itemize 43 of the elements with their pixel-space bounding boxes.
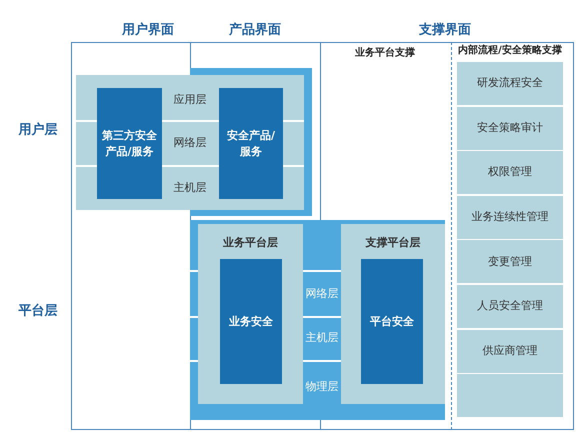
layer-panel xyxy=(76,75,304,210)
item-label: 安全策略审计 xyxy=(477,120,543,136)
layer-label: 应用层 xyxy=(174,92,206,108)
process-box xyxy=(457,62,563,105)
panel-title: 业务平台层 xyxy=(222,235,279,251)
item-label: 研发流程安全 xyxy=(477,75,543,92)
column-header: 支撑界面 xyxy=(419,21,471,40)
block-label: 安全产品/服务 xyxy=(226,128,276,159)
process-box xyxy=(457,106,563,150)
block-label: 业务安全 xyxy=(229,314,273,330)
block-label: 平台安全 xyxy=(370,314,414,330)
panel-title: 支撑平台层 xyxy=(364,235,422,251)
column-subheader: 业务平台支撑 xyxy=(355,46,415,60)
column-header: 产品界面 xyxy=(229,21,281,40)
layer-label: 网络层 xyxy=(174,134,206,151)
security-block xyxy=(97,88,162,199)
layer-label: 物理层 xyxy=(306,378,338,395)
process-box xyxy=(457,151,563,194)
process-box xyxy=(457,374,563,418)
security-block xyxy=(220,259,282,384)
layer-label: 主机层 xyxy=(174,180,206,196)
item-label: 供应商管理 xyxy=(482,342,538,359)
item-label: 变更管理 xyxy=(488,254,532,270)
item-label: 权限管理 xyxy=(488,164,532,180)
row-header: 平台层 xyxy=(18,302,58,320)
layer-label: 网络层 xyxy=(306,286,338,302)
security-block xyxy=(361,259,423,384)
block-label: 第三方安全产品/服务 xyxy=(101,128,158,159)
column-title: 内部流程/安全策略支撑 xyxy=(457,43,563,58)
process-box xyxy=(457,240,563,284)
sub-panel xyxy=(341,224,445,404)
platform-panel xyxy=(190,220,445,420)
process-box xyxy=(457,330,563,373)
layer-label: 主机层 xyxy=(306,330,338,346)
column-panel xyxy=(454,44,566,420)
item-label: 人员安全管理 xyxy=(477,298,543,314)
column-header: 用户界面 xyxy=(122,21,174,40)
sub-panel xyxy=(198,224,303,404)
row-header: 用户层 xyxy=(18,121,58,140)
item-label: 业务连续性管理 xyxy=(472,209,548,226)
process-box xyxy=(457,196,563,239)
process-box xyxy=(457,285,563,328)
security-block xyxy=(219,88,283,199)
